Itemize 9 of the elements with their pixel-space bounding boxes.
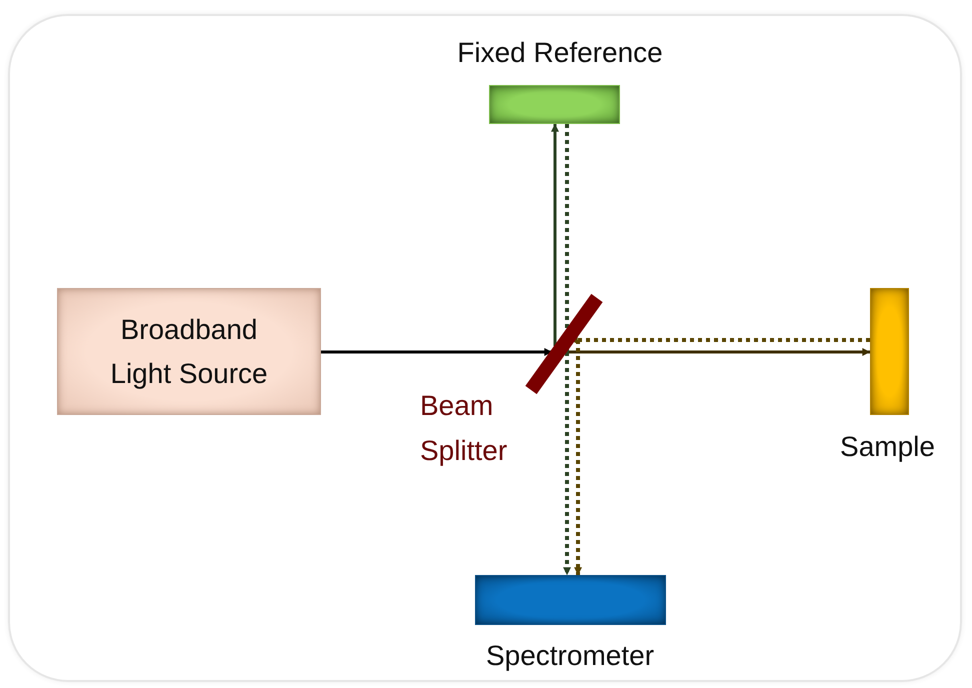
component-label: Spectrometer [484, 639, 656, 673]
beam-splitter-label: Beam Splitter [420, 389, 508, 468]
dotted-arrow [574, 340, 582, 576]
light-source-box: Broadband Light Source [57, 288, 321, 415]
arrow [321, 348, 552, 356]
dotted-arrow [563, 352, 572, 576]
component-label: Fixed Reference [456, 36, 664, 70]
component-label: Sample [839, 430, 936, 464]
arrow [550, 124, 559, 346]
